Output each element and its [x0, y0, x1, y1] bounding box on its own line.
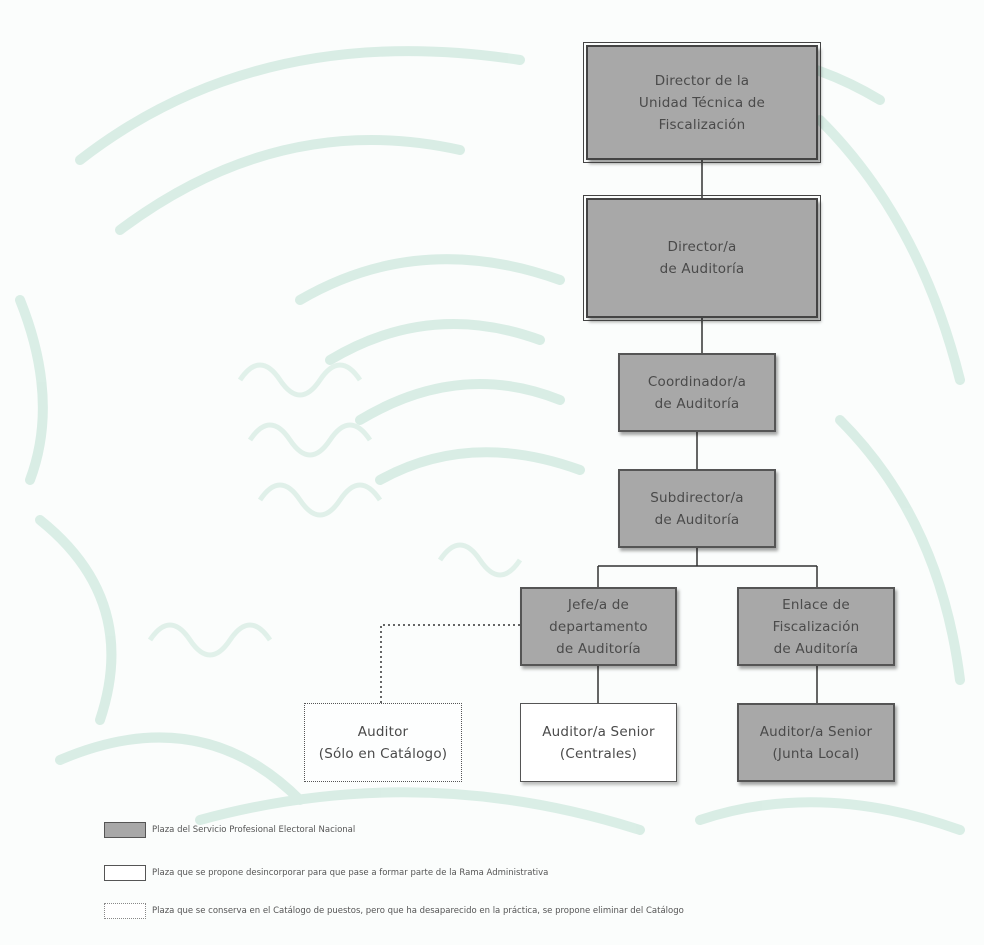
node-jefe-departamento: Jefe/a de departamento de Auditoría: [520, 587, 677, 666]
legend-item-white: Plaza que se propone desincorporar para …: [104, 865, 548, 881]
node-label-line: Unidad Técnica de: [638, 94, 766, 111]
node-label-line: de Auditoría: [556, 640, 641, 657]
node-label-line: (Sólo en Catálogo): [318, 745, 448, 762]
node-auditor-senior-centrales: Auditor/a Senior (Centrales): [520, 703, 677, 782]
node-label-line: Director/a: [667, 239, 737, 255]
legend-swatch-dotted: [104, 903, 146, 919]
node-subdirector: Subdirector/a de Auditoría: [618, 469, 776, 548]
node-director-auditoria: Director/a de Auditoría: [583, 195, 821, 321]
node-label-line: Auditor: [357, 723, 409, 740]
node-label-line: Enlace de: [782, 596, 850, 613]
node-label-line: Jefe/a de: [567, 596, 630, 613]
node-label-line: de Auditoría: [773, 640, 859, 657]
node-label-line: Director de la: [654, 72, 750, 89]
node-auditor-catalogo: Auditor (Sólo en Catálogo): [304, 703, 462, 782]
legend-item-gray: Plaza del Servicio Profesional Electoral…: [104, 822, 355, 838]
node-label-line: de Auditoría: [654, 511, 740, 528]
legend-text: Plaza que se propone desincorporar para …: [152, 868, 549, 878]
node-director-utf: Director de la Unidad Técnica de Fiscali…: [583, 42, 821, 163]
node-label-line: Auditor/a Senior: [759, 723, 873, 740]
node-label-line: Fiscalización: [658, 116, 746, 133]
node-coordinador: Coordinador/a de Auditoría: [618, 353, 776, 432]
legend-swatch-gray: [104, 822, 146, 838]
node-label-line: (Centrales): [559, 745, 638, 762]
node-label-line: Subdirector/a: [650, 489, 744, 506]
node-label-line: de Auditoría: [654, 395, 740, 412]
legend-item-dotted: Plaza que se conserva en el Catálogo de …: [104, 903, 684, 919]
node-label-line: Fiscalización: [772, 618, 860, 635]
node-auditor-senior-junta-local: Auditor/a Senior (Junta Local): [737, 703, 895, 782]
node-enlace-fiscalizacion: Enlace de Fiscalización de Auditoría: [737, 587, 895, 666]
node-label-line: (Junta Local): [772, 745, 860, 762]
node-label-line: de Auditoría: [659, 261, 745, 277]
node-label-line: departamento: [549, 618, 648, 635]
legend-text: Plaza del Servicio Profesional Electoral…: [152, 825, 356, 835]
node-label-line: Coordinador/a: [647, 373, 747, 390]
node-label-line: Auditor/a Senior: [542, 723, 655, 740]
legend-text: Plaza que se conserva en el Catálogo de …: [152, 906, 684, 916]
legend-swatch-white: [104, 865, 146, 881]
